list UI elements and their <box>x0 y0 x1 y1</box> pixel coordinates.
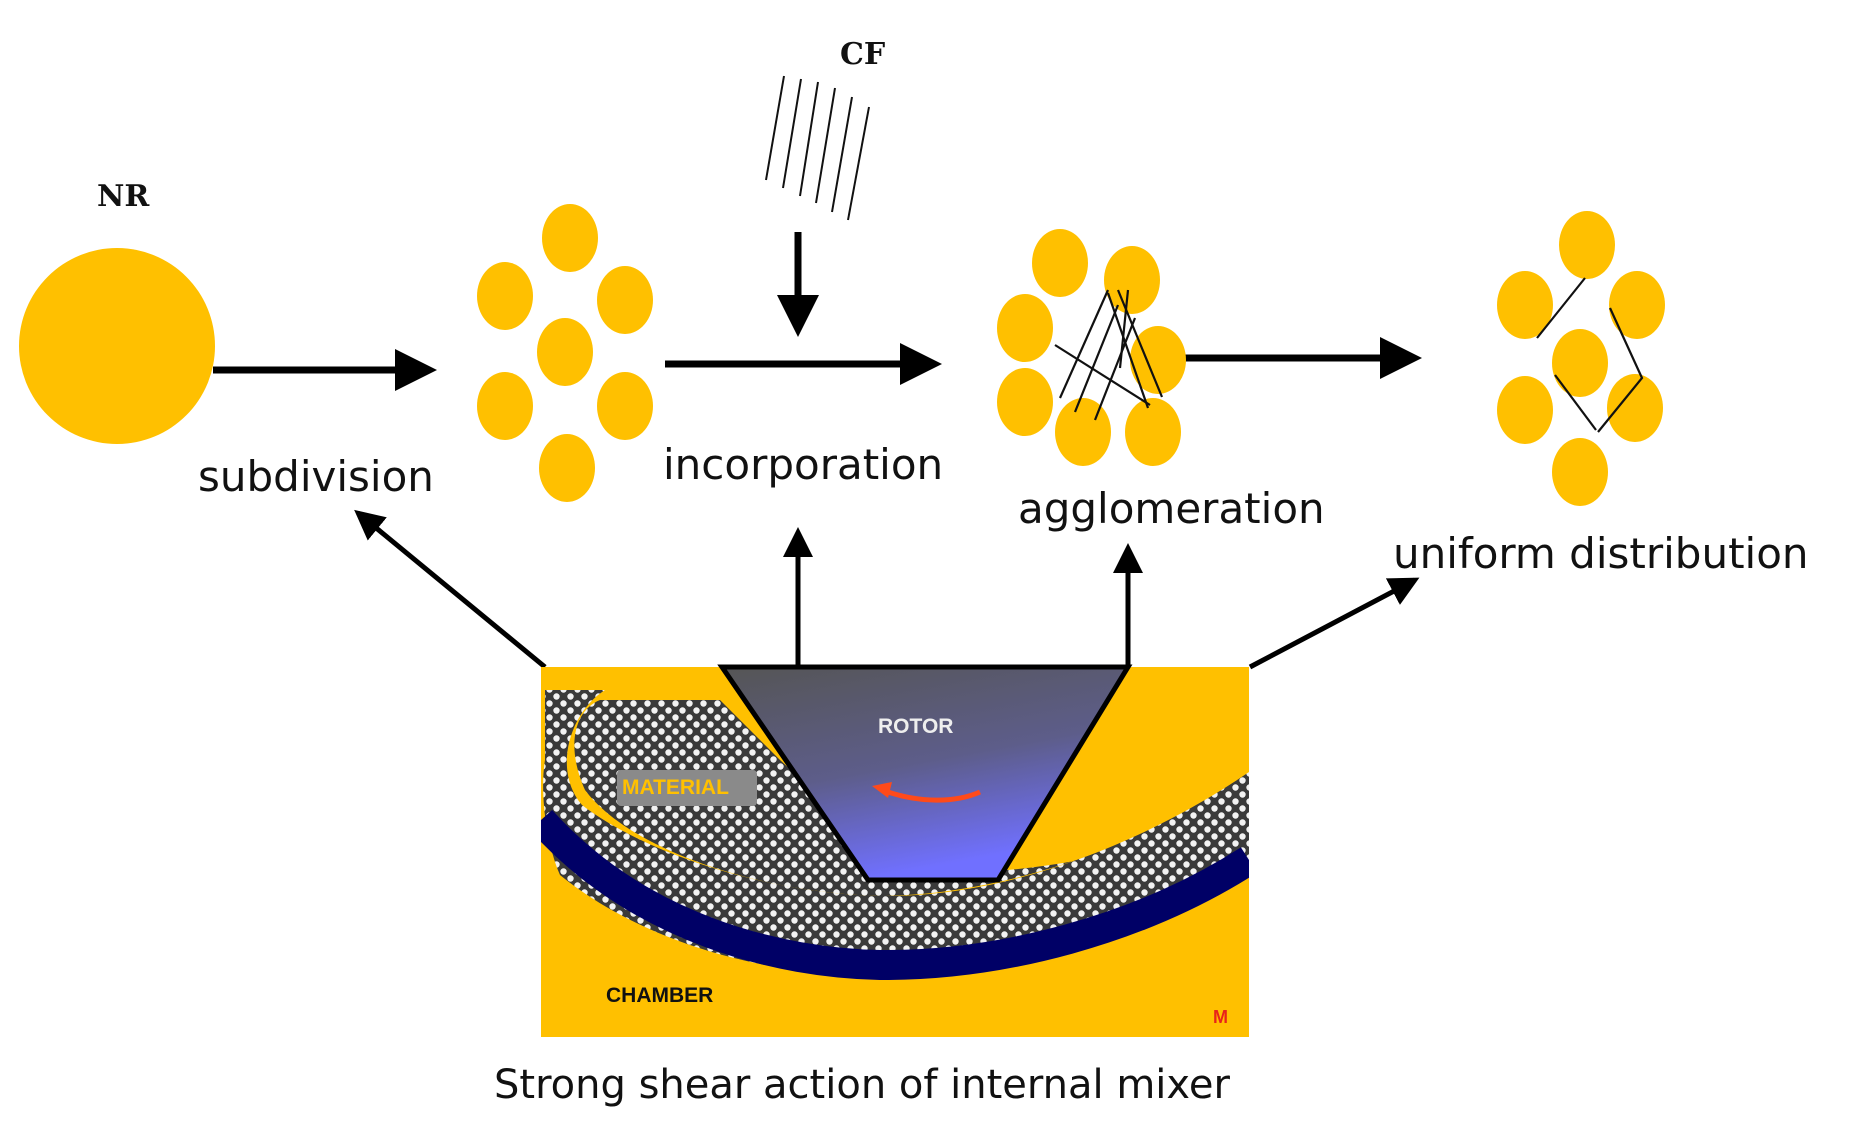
material-band <box>543 690 1249 976</box>
rotation-arrow-icon <box>884 788 982 803</box>
subdivided-particles <box>477 204 653 502</box>
material-top <box>574 700 1249 896</box>
process-arrows <box>213 232 1422 391</box>
agglomerated-particles <box>997 229 1186 466</box>
mixer-caption: Strong shear action of internal mixer <box>494 1062 1230 1108</box>
agglomerated-fibers <box>1054 289 1164 421</box>
cf-label: CF <box>840 37 886 72</box>
corner-mark: M <box>1213 1007 1228 1027</box>
internal-mixer <box>541 664 1249 1037</box>
chamber-wall <box>541 809 1249 981</box>
rotor <box>717 664 1133 883</box>
rotor-label: ROTOR <box>878 715 954 738</box>
stage-agglomeration-label: agglomeration <box>1018 484 1325 533</box>
uniform-particles <box>1497 211 1665 506</box>
mixer-effect-arrows <box>354 509 1420 670</box>
cf-fibers <box>765 75 870 221</box>
stage-incorporation-label: incorporation <box>663 440 944 489</box>
stage-uniform-label: uniform distribution <box>1393 529 1809 578</box>
material-label: MATERIAL <box>622 776 729 799</box>
chamber-label: CHAMBER <box>606 984 714 1007</box>
stage-subdivision-label: subdivision <box>198 452 434 501</box>
uniform-fibers <box>1536 277 1644 433</box>
nr-particle <box>19 248 215 444</box>
nr-label: NR <box>97 179 150 214</box>
